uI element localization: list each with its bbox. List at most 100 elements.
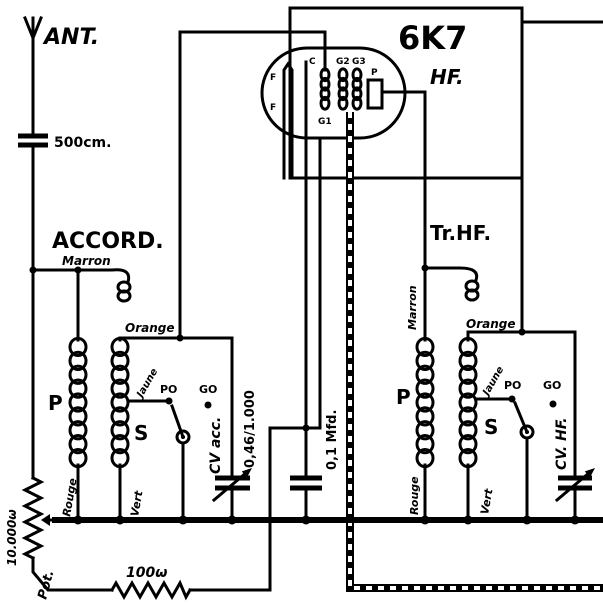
accord-primary-coil — [68, 336, 88, 469]
tube-pin-f2: F — [270, 103, 276, 113]
coil-turn — [351, 86, 363, 102]
tube-pin-f1: F — [270, 73, 276, 83]
transformer-hf-jaune-label: Jaune — [480, 365, 506, 400]
tube-plate — [366, 78, 384, 110]
transformer-hf-cv-label: CV. HF. — [554, 417, 570, 470]
coil-turn — [319, 95, 331, 111]
antenna-label: ANT. — [42, 25, 99, 50]
accord-small-coil — [116, 280, 132, 303]
coil-turn — [68, 392, 88, 413]
tube-pin-g1: G1 — [318, 117, 332, 127]
transformer-hf-section: Tr.HF. Marron P Rouge Orange S Vert Jaun… — [396, 221, 595, 522]
resistor-100-label: 100ω — [126, 565, 167, 581]
junction-dot — [421, 264, 429, 272]
antenna-capacitor-label: 500cm. — [54, 135, 111, 151]
coil-turn — [319, 76, 331, 92]
resistor-100-zigzag — [109, 579, 193, 601]
transformer-hf-rouge-label: Rouge — [408, 476, 421, 515]
accord-cv-arrow-line — [211, 470, 249, 503]
junction-dot — [518, 328, 526, 336]
accord-cv-label: CV acc. — [208, 417, 224, 474]
coil-turn — [415, 350, 435, 371]
bus-junction-dot — [115, 515, 125, 525]
coil-turn — [68, 406, 88, 427]
tube-shield-box — [288, 6, 524, 334]
coil-turn — [415, 392, 435, 413]
coil-turn — [110, 350, 130, 371]
coil-turn — [415, 434, 435, 455]
shielded-lead-inner — [348, 112, 603, 590]
coil-turn — [68, 350, 88, 371]
transformer-hf-primary-label: P — [396, 385, 411, 409]
coil-turn — [415, 378, 435, 399]
tube-type-label: 6K7 — [398, 19, 467, 57]
transformer-hf-secondary-coil — [458, 336, 478, 469]
coil-turn — [337, 95, 349, 111]
decoupling-capacitor-label: 0,1 Mfd. — [325, 410, 340, 470]
accord-switch-pivot-center — [181, 435, 185, 439]
accord-go-contact — [204, 401, 212, 409]
coil-turn — [458, 392, 478, 413]
coil-turn — [458, 336, 478, 358]
transformer-hf-marron-label: Marron — [406, 285, 419, 330]
coil-turn — [415, 406, 435, 427]
transformer-hf-marron-wire — [423, 266, 479, 282]
accord-marron-label: Marron — [62, 254, 111, 268]
accord-title: ACCORD. — [52, 229, 164, 254]
transformer-hf-title: Tr.HF. — [430, 221, 491, 245]
junction-dot — [29, 266, 37, 274]
coil-turn — [458, 406, 478, 427]
accord-cv-arrow-head — [241, 468, 252, 478]
bus-junction-dot — [73, 515, 83, 525]
accord-primary-label: P — [48, 391, 63, 415]
coil-turn — [110, 364, 130, 385]
transformer-hf-orange-label: Orange — [466, 317, 516, 331]
accord-orange-label: Orange — [125, 321, 175, 335]
coil-turn — [351, 95, 363, 111]
tube-grid2-coil — [337, 67, 349, 111]
transformer-hf-go-contact — [549, 400, 557, 408]
transformer-hf-switch-pivot-center — [525, 430, 529, 434]
coil-turn — [68, 378, 88, 399]
accord-go-label: GO — [199, 383, 217, 396]
coil-turn — [351, 76, 363, 92]
potentiometer-value: 10.000ω — [5, 509, 19, 566]
coil-turn — [415, 364, 435, 385]
potentiometer-lower-wire — [31, 556, 114, 592]
coil-turn — [337, 86, 349, 102]
accord-jaune-label: Jaune — [134, 367, 160, 402]
potentiometer: 10.000ω Pot. — [5, 475, 114, 601]
accord-po-contact — [165, 397, 173, 405]
coil-turn — [110, 336, 130, 358]
tube-pin-c: C — [309, 57, 316, 67]
antenna-symbol — [23, 16, 43, 43]
potentiometer-resistor — [21, 475, 45, 561]
coil-turn — [337, 67, 349, 83]
accord-secondary-coil — [110, 336, 130, 469]
transformer-hf-po-contact — [508, 395, 516, 403]
accord-section: ACCORD. Marron P Rouge Orange S Vert Jau… — [29, 30, 327, 522]
accord-cv-value: 0,46/1.000 — [243, 390, 258, 468]
coil-turn — [458, 420, 478, 441]
tube-envelope — [260, 46, 407, 140]
grid-feed-wire — [178, 30, 327, 340]
coil-turn — [458, 364, 478, 385]
antenna: ANT. 500cm. — [18, 16, 111, 480]
transformer-hf-cv-arrow-head — [584, 468, 595, 478]
tube-pin-g2: G2 — [336, 57, 350, 67]
junction-dot — [302, 424, 310, 432]
tube-function-label: HF. — [430, 65, 464, 89]
accord-small-coil-turn — [116, 289, 132, 303]
tube-pin-p: P — [371, 68, 378, 78]
resistor-100-wire — [188, 426, 272, 592]
transformer-hf-primary-coil — [415, 336, 435, 469]
potentiometer-wiper-arrow — [41, 514, 50, 526]
transformer-hf-vert-label: Vert — [478, 487, 495, 515]
accord-marron-wire — [31, 268, 131, 284]
coil-turn — [415, 420, 435, 441]
tube-block: 6K7 HF. F F C G1 G2 G3 P 0,1 Mfd. — [260, 6, 603, 592]
transformer-hf-cv-arrow-line — [554, 470, 592, 503]
bus-junction-dot — [227, 515, 237, 525]
accord-vert-label: Vert — [128, 489, 145, 517]
